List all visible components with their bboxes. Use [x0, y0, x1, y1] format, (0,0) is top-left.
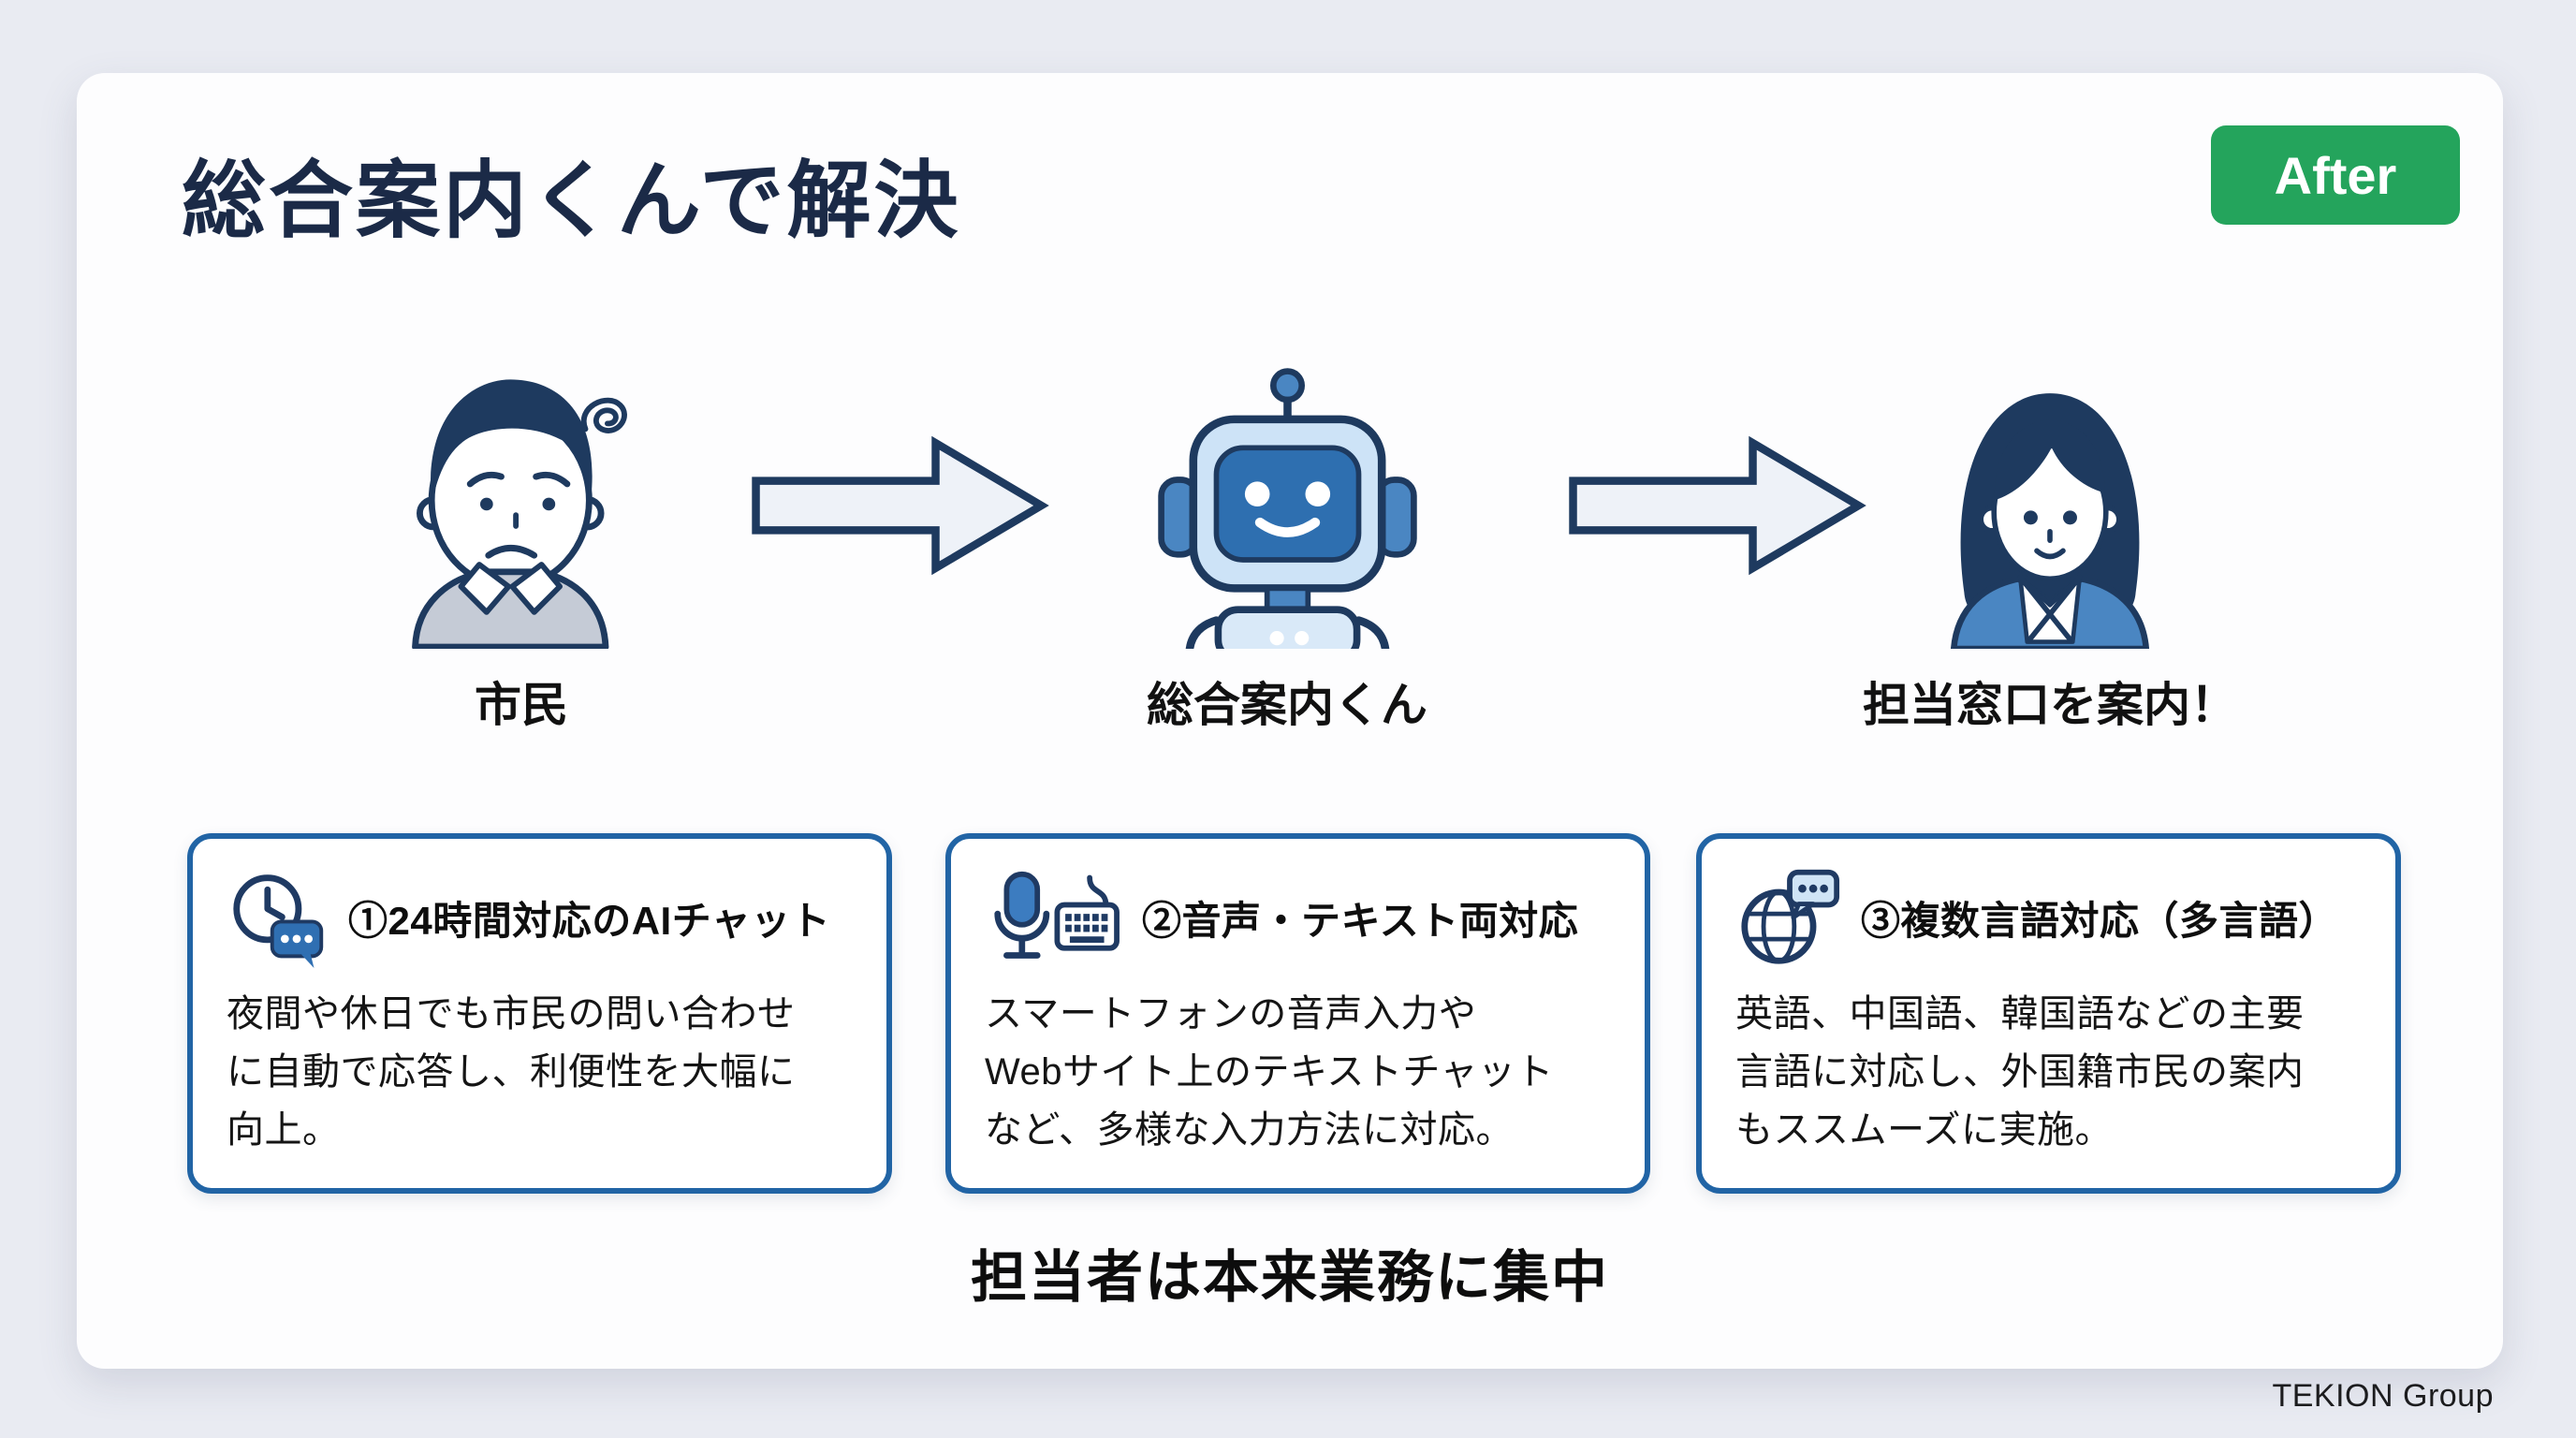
feature-card-body: スマートフォンの音声入力や Webサイト上のテキストチャット など、多様な入力方… — [985, 993, 1554, 1151]
right-arrow-icon — [1559, 431, 1872, 580]
after-badge: After — [2211, 125, 2460, 225]
clock-chat-icon — [227, 867, 331, 969]
flow-step-label: 総合案内くん — [1147, 679, 1427, 731]
slide-card: 総合案内くんで解決 After 市民 — [77, 73, 2503, 1369]
conclusion-text: 担当者は本来業務に集中 — [971, 1246, 1609, 1309]
feature-card-title: ②音声・テキスト両対応 — [1142, 898, 1579, 943]
flow-step-robot: 総合案内くん — [1044, 354, 1530, 735]
feature-card-header: ②音声・テキスト両対応 — [985, 865, 1611, 970]
feature-card-body: 夜間や休日でも市民の問い合わせ に自動で応答し、利便性を大幅に 向上。 — [227, 993, 796, 1151]
right-arrow-icon — [742, 431, 1055, 580]
feature-card-1: ①24時間対応のAIチャット 夜間や休日でも市民の問い合わせ に自動で応答し、利… — [187, 833, 892, 1194]
flow-step-staff: 担当窓口を案内！ — [1807, 354, 2293, 735]
flow-step-label: 担当窓口を案内！ — [1863, 679, 2237, 731]
feature-card-2: ②音声・テキスト両対応 スマートフォンの音声入力や Webサイト上のテキストチャ… — [945, 833, 1650, 1194]
page-title: 総合案内くんで解決 — [182, 154, 961, 248]
feature-card-3: ③複数言語対応（多言語） 英語、中国語、韓国語などの主要 言語に対応し、外国籍市… — [1696, 833, 2401, 1194]
feature-card-title: ③複数言語対応（多言語） — [1861, 898, 2339, 943]
feature-card-body: 英語、中国語、韓国語などの主要 言語に対応し、外国籍市民の案内 もススムーズに実… — [1735, 993, 2305, 1151]
feature-card-header: ①24時間対応のAIチャット — [227, 865, 853, 970]
feature-card-title: ①24時間対応のAIチャット — [348, 898, 831, 943]
brand-footer: TEKION Group — [2272, 1378, 2494, 1414]
flow-step-label: 市民 — [475, 679, 568, 731]
feature-card-header: ③複数言語対応（多言語） — [1735, 865, 2362, 970]
worried-citizen-icon — [393, 354, 650, 649]
flow-step-citizen: 市民 — [278, 354, 765, 735]
staff-woman-icon — [1927, 354, 2173, 649]
mic-keyboard-icon — [985, 867, 1125, 968]
robot-assistant-icon — [1154, 354, 1421, 649]
globe-chat-icon — [1735, 867, 1844, 968]
